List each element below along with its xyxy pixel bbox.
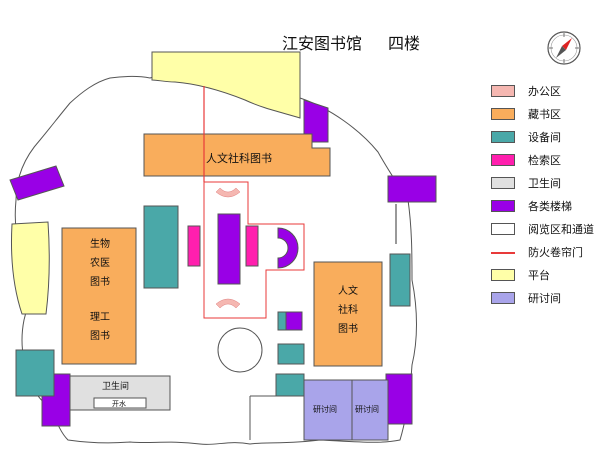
legend-label: 各类楼梯 [528, 200, 572, 213]
stairs-small-right [285, 311, 303, 331]
catalog-right [245, 225, 259, 267]
equipment-right [389, 253, 411, 307]
legend-label: 平台 [528, 269, 550, 282]
office-arc-bottom [215, 298, 241, 309]
water-room [93, 397, 147, 409]
legend-swatch [491, 154, 515, 166]
legend-swatch [491, 292, 515, 304]
equipment-small [277, 311, 287, 331]
equipment-left [143, 205, 179, 289]
legend-swatch [491, 108, 515, 120]
label-hum-1: 人文 [338, 284, 358, 297]
stairs-right [387, 175, 437, 203]
platform-left [11, 221, 50, 315]
legend-swatch [491, 131, 515, 143]
study-room-2 [351, 379, 389, 441]
label-bio-2: 农医 [90, 256, 110, 269]
legend-swatch [491, 269, 515, 281]
label-restroom: 卫生间 [102, 380, 129, 392]
equipment-bottom-left [15, 349, 55, 397]
label-sci-2: 图书 [90, 330, 110, 342]
equipment-mid-2 [275, 373, 305, 397]
office-arc-top [215, 187, 241, 198]
stacks-humanities-social [143, 133, 331, 177]
label-bio-1: 生物 [90, 237, 110, 250]
legend-label: 设备间 [528, 131, 561, 144]
legend-label: 研讨间 [528, 292, 561, 305]
stairs-top-left [9, 165, 65, 201]
label-hum-3: 图书 [338, 323, 358, 335]
legend-swatch [491, 252, 515, 254]
legend-swatch [491, 177, 515, 189]
legend-swatch [491, 223, 515, 235]
label-study-2: 研讨间 [355, 404, 379, 414]
compass-icon [547, 31, 581, 65]
legend-label: 阅览区和通道 [528, 223, 594, 236]
stairs-semicircle [277, 227, 299, 269]
label-sci-1: 理工 [90, 311, 110, 323]
legend-label: 办公区 [528, 85, 561, 98]
fire-shutter-main [203, 181, 305, 319]
legend-swatch [491, 200, 515, 212]
map-title: 江安图书馆 四楼 [282, 30, 420, 54]
label-bio-3: 图书 [90, 276, 110, 288]
equipment-mid-1 [277, 343, 305, 365]
stacks-humanities [313, 261, 383, 367]
platform-top [151, 51, 301, 119]
label-hum-2: 社科 [338, 303, 358, 316]
floor-name: 四楼 [388, 34, 421, 53]
building-name: 江安图书馆 [282, 34, 363, 53]
legend-label: 防火卷帘门 [528, 246, 583, 259]
stairs-top-right [303, 99, 329, 143]
label-study-1: 研讨间 [313, 404, 337, 414]
legend-label: 藏书区 [528, 108, 561, 121]
label-water: 开水 [112, 399, 126, 408]
stacks-bio-sci [61, 227, 137, 365]
catalog-left [187, 225, 201, 267]
atrium-circle [217, 327, 263, 373]
legend-label: 卫生间 [528, 177, 561, 190]
stairs-center [217, 213, 241, 285]
label-humanities-social: 人文社科图书 [206, 151, 272, 165]
legend-label: 检索区 [528, 154, 561, 167]
stairs-bottom-right [385, 373, 413, 425]
study-room-1 [303, 379, 353, 441]
legend-swatch [491, 85, 515, 97]
